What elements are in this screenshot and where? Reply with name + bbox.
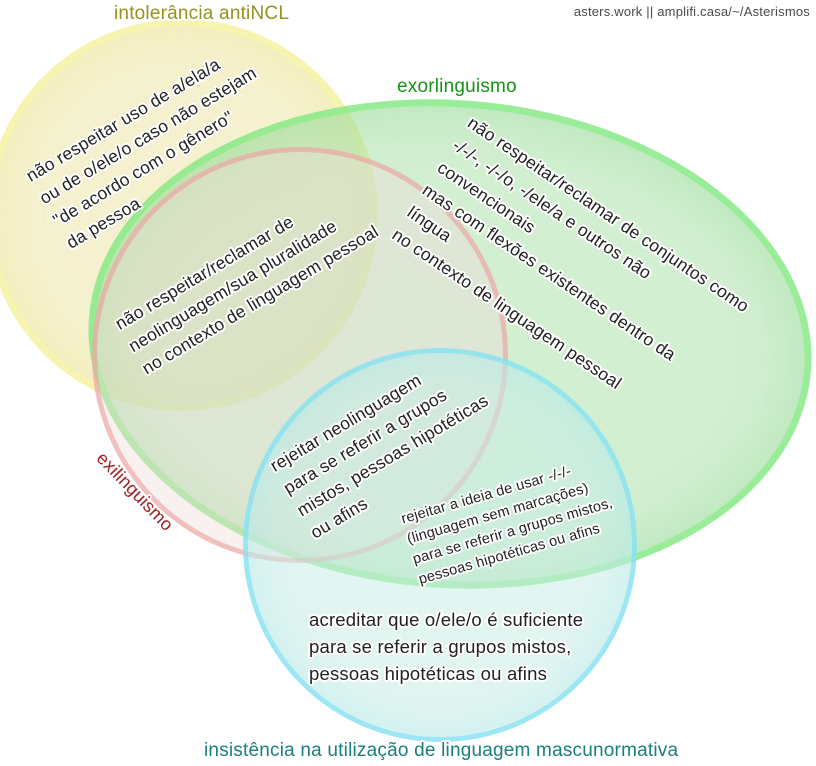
set-circle-mascunormativa [243,348,637,742]
set-label-exorlinguismo: exorlinguismo [397,76,517,97]
site-credit: asters.work || amplifi.casa/~/Asterismos [573,4,810,19]
set-label-antincl: intolerância antiNCL [114,3,290,24]
note-mascunormativa-only: acreditar que o/ele/o é suficiente para … [309,609,584,684]
set-label-mascunormativa: insistência na utilização de linguagem m… [204,740,679,761]
